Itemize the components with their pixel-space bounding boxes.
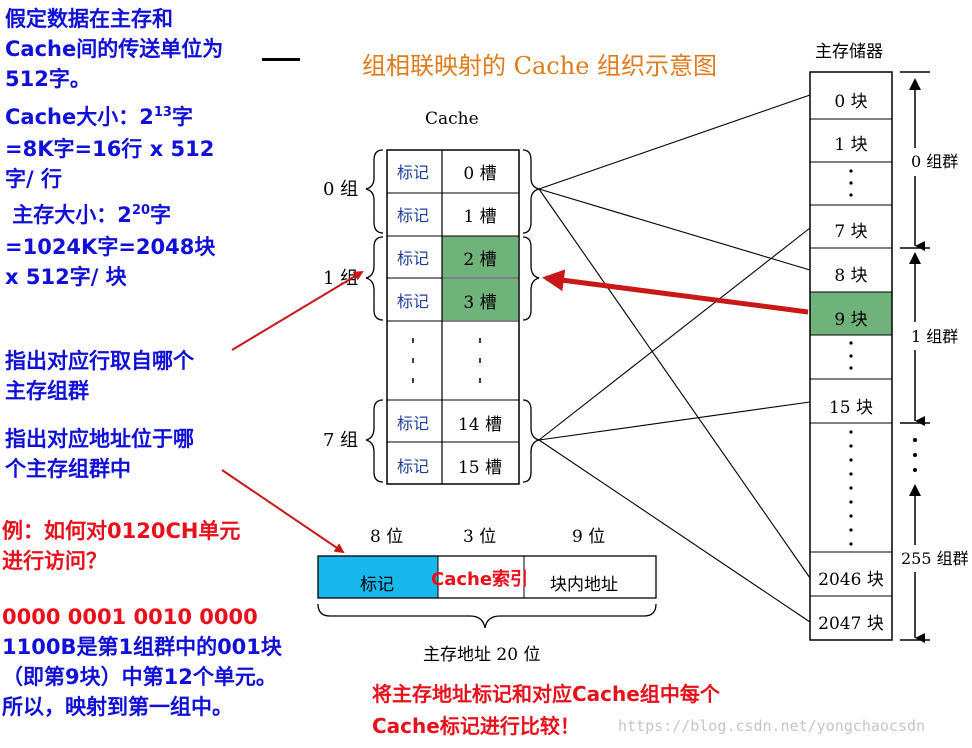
cache-group-braces-right	[522, 149, 540, 483]
watermark: https://blog.csdn.net/yongchaocsdn	[618, 717, 926, 735]
cache-tag-15: 标记	[397, 457, 429, 476]
memory-group-arrows	[900, 71, 930, 643]
compare-note-line-2: Cache标记进行比较！	[372, 714, 580, 738]
address-format: 8 位 3 位 9 位 标记 块内地址 主存地址 20 位	[317, 527, 657, 665]
cache-slot-1: 1 槽	[463, 207, 496, 227]
memory-block-9: 9 块	[834, 310, 867, 330]
mapping-lines	[538, 94, 811, 623]
memory-block-1: 1 块	[834, 135, 867, 155]
cache-group-braces-left	[365, 149, 384, 483]
mem-size-line-3: x 512字/ 块	[5, 265, 127, 289]
address-tag-field	[318, 556, 438, 598]
memory-ellipsis	[849, 169, 853, 546]
address-index-name: Cache索引	[431, 569, 529, 590]
binary-line-2: 1100B是第1组群中的001块	[2, 635, 282, 659]
assume-line-2: Cache间的传送单位为	[5, 37, 224, 61]
pointer-arrow-2	[221, 469, 345, 554]
memory-group-1-label: 1 组群	[911, 327, 958, 346]
cache-slot-2: 2 槽	[463, 250, 496, 270]
memory-group-ellipsis	[913, 438, 917, 472]
cache-slot-15: 15 槽	[458, 458, 502, 478]
cache-tag-14: 标记	[397, 414, 429, 433]
cache-slot-14: 14 槽	[458, 415, 502, 435]
address-brace	[317, 603, 657, 629]
memory-block-8: 8 块	[834, 266, 867, 286]
assume-line-1: 假定数据在主存和	[5, 7, 173, 31]
cache-group-7-label: 7 组	[323, 430, 358, 451]
cache-size-line-3: 字/ 行	[5, 167, 62, 191]
memory-block-0: 0 块	[834, 92, 867, 112]
binary-line-3: （即第9块）中第12个单元。	[2, 665, 277, 689]
main-memory-table: 0 块 1 块 7 块 8 块 9 块 15 块 2046 块 2047 块	[809, 71, 893, 641]
address-tag-name: 标记	[360, 575, 394, 595]
memory-group-0-label: 0 组群	[911, 152, 958, 171]
pointer-arrow-1	[231, 270, 364, 351]
cache-tag-3: 标记	[397, 292, 429, 311]
address-bits-offset: 9 位	[572, 527, 605, 547]
pointer-note-2-line-1: 指出对应地址位于哪	[5, 427, 194, 451]
binary-line-4: 所以，映射到第一组中。	[2, 695, 233, 719]
memory-block-2047: 2047 块	[818, 614, 884, 634]
memory-block-9-highlight	[810, 292, 892, 335]
memory-block-15: 15 块	[829, 398, 873, 418]
cache-tag-1: 标记	[397, 206, 429, 225]
assume-line-3: 512字。	[5, 67, 91, 91]
cache-tag-0: 标记	[397, 163, 429, 182]
address-bits-tag: 8 位	[370, 527, 403, 547]
cache-size-line-1: Cache大小：213字	[5, 105, 193, 129]
blank-underline	[262, 58, 300, 61]
example-line-1: 例：如何对0120CH单元	[2, 519, 241, 543]
cache-table: 标记 标记 标记 标记 标记 标记 0 槽 1 槽 2 槽 3 槽 14 槽 1…	[386, 149, 520, 485]
memory-block-7: 7 块	[834, 222, 867, 242]
address-bits-index: 3 位	[463, 527, 496, 547]
address-offset-name: 块内地址	[550, 575, 618, 595]
cache-label: Cache	[425, 109, 479, 129]
address-total-label: 主存地址 20 位	[423, 645, 540, 665]
block-9-mapping-arrow	[542, 269, 809, 315]
mem-size-line-1: 主存大小：220字	[5, 203, 172, 227]
example-line-2: 进行访问？	[2, 549, 107, 573]
pointer-note-1-line-2: 主存组群	[5, 379, 89, 403]
cache-slot-3-highlight	[442, 279, 518, 320]
main-memory-label: 主存储器	[815, 42, 883, 62]
pointer-note-2-line-2: 个主存组群中	[5, 457, 131, 481]
diagram-title: 组相联映射的 Cache 组织示意图	[362, 52, 717, 80]
cache-ellipsis	[412, 338, 481, 383]
cache-size-line-2: =8K字=16行 x 512	[5, 137, 215, 161]
cache-slot-0: 0 槽	[463, 164, 496, 184]
cache-group-1-label: 1 组	[323, 268, 358, 289]
memory-block-2046: 2046 块	[818, 570, 884, 590]
binary-line-1: 0000 0001 0010 0000	[2, 605, 258, 629]
memory-group-255-label: 255 组群	[901, 549, 969, 568]
mem-size-line-2: =1024K字=2048块	[5, 235, 216, 259]
cache-slot-3: 3 槽	[463, 293, 496, 313]
cache-tag-2: 标记	[397, 249, 429, 268]
cache-group-0-label: 0 组	[323, 179, 358, 200]
compare-note-line-1: 将主存地址标记和对应Cache组中每个	[372, 682, 720, 706]
cache-slot-2-highlight	[442, 236, 518, 277]
pointer-note-1-line-1: 指出对应行取自哪个	[5, 349, 194, 373]
